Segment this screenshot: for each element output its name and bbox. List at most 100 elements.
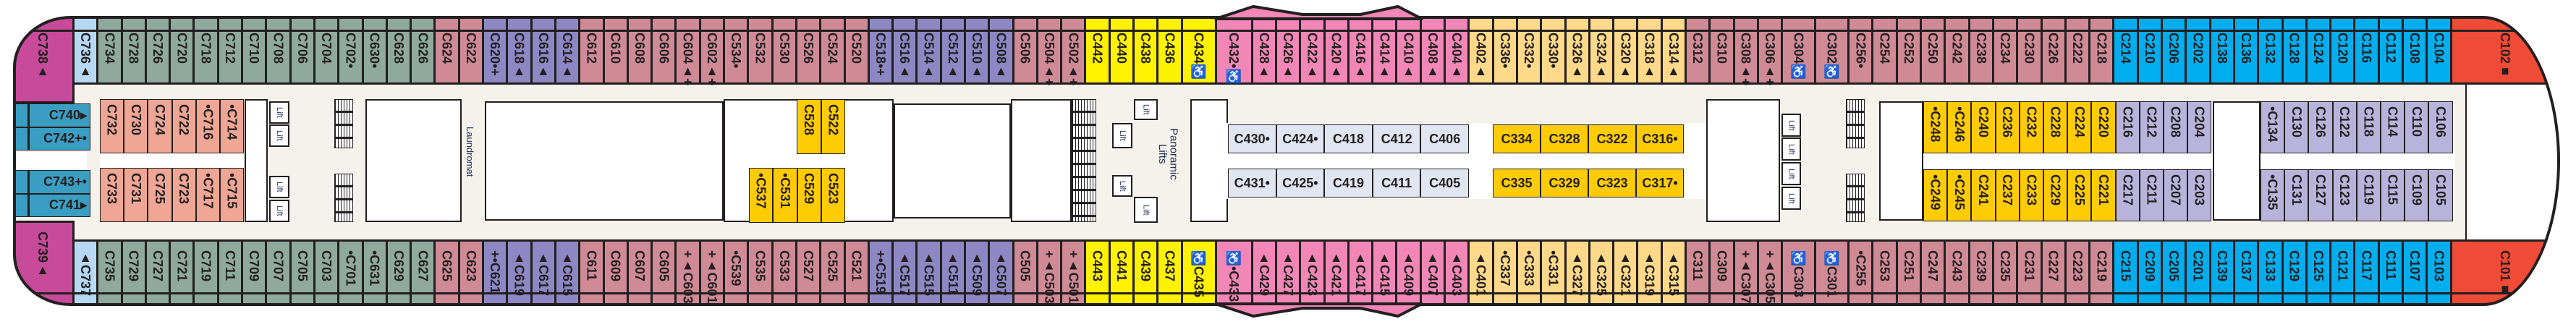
cabin-C417[interactable]: ▲C417 [1349,239,1374,306]
cabin-C528[interactable]: C528 [797,99,821,154]
cabin-C112[interactable]: C112 [2379,18,2405,85]
cabin-C426[interactable]: C426▲ [1276,18,1302,85]
cabin-C601[interactable]: +▲C601 [700,239,726,306]
cabin-C114[interactable]: C114 [2381,101,2405,153]
cabin-C111[interactable]: C111 [2379,239,2405,306]
cabin-C335[interactable]: C335 [1493,169,1541,198]
cabin-C604[interactable]: C604▲+ [677,18,701,86]
cabin-C103[interactable]: C103 [2428,239,2452,306]
cabin-C130[interactable]: C130 [2284,101,2309,153]
cabin-C721[interactable]: C721 [171,239,195,306]
cabin-C240[interactable]: C240 [1971,101,1996,153]
cabin-C512[interactable]: C512▲ [941,18,966,85]
cabin-C518[interactable]: C518•+ [869,18,894,85]
cabin-C227[interactable]: C227 [2042,239,2067,306]
cabin-C719[interactable]: C719 [195,239,219,306]
cabin-C526[interactable]: C526 [797,18,822,85]
cabin-C714[interactable]: •C714 [220,99,245,153]
cabin-C329[interactable]: C329 [1541,169,1588,198]
cabin-C731[interactable]: C731 [124,168,148,222]
cabin-C428[interactable]: C428▲ [1253,18,1277,85]
cabin-C415[interactable]: ▲C415 [1373,239,1398,306]
cabin-C255[interactable]: •C255 [1850,239,1874,306]
cabin-C502[interactable]: C502▲+ [1062,18,1087,86]
cabin-C404[interactable]: C404▲ [1446,18,1470,85]
cabin-C441[interactable]: C441 [1110,239,1135,306]
cabin-C303[interactable]: ♿C303 [1783,239,1817,306]
cabin-C530[interactable]: C530 [773,18,797,85]
cabin-C241[interactable]: C241 [1971,169,1996,221]
cabin-C435[interactable]: ♿C435 [1182,239,1217,306]
cabin-C247[interactable]: C247 [1922,239,1946,306]
cabin-C739[interactable]: C739▲ [13,221,75,306]
cabin-C328[interactable]: C328 [1541,124,1588,153]
cabin-C612[interactable]: C612 [580,18,605,85]
cabin-C627[interactable]: C627 [412,239,436,306]
cabin-C736[interactable]: C736▲ [75,18,99,85]
cabin-C246[interactable]: •C246 [1947,101,1972,153]
cabin-C243[interactable]: C243 [1946,239,1970,306]
cabin-C307[interactable]: +▲C307 [1734,239,1759,306]
cabin-C322[interactable]: C322 [1588,124,1636,153]
cabin-C508[interactable]: C508▲ [990,18,1014,85]
cabin-C301[interactable]: ♿C301 [1816,239,1850,306]
cabin-C229[interactable]: C229 [2043,169,2068,221]
cabin-C702[interactable]: C702• [339,18,364,85]
cabin-C252[interactable]: C252 [1897,18,1923,85]
cabin-C121[interactable]: C121 [2331,239,2356,306]
cabin-C442[interactable]: C442 [1086,18,1111,85]
cabin-C222[interactable]: C222 [2066,18,2091,85]
cabin-C732[interactable]: C732 [100,99,124,153]
cabin-C118[interactable]: C118 [2356,101,2381,153]
cabin-C618[interactable]: C618▲ [508,18,533,85]
cabin-C217[interactable]: C217 [2116,169,2140,221]
cabin-C218[interactable]: C218 [2090,18,2115,85]
cabin-C539[interactable]: •C539 [725,239,750,306]
cabin-C534[interactable]: C534• [725,18,750,85]
cabin-C256[interactable]: C256• [1850,18,1874,85]
cabin-C514[interactable]: C514▲ [918,18,942,85]
cabin-C709[interactable]: C709 [243,239,268,306]
cabin-C425[interactable]: C425• [1276,169,1325,198]
cabin-C527[interactable]: C527 [797,239,822,306]
cabin-C403[interactable]: ▲C403 [1446,239,1470,306]
cabin-C126[interactable]: C126 [2308,101,2333,153]
cabin-C630[interactable]: C630• [363,18,388,85]
cabin-C603[interactable]: +▲C603 [677,239,701,306]
cabin-C209[interactable]: C209 [2138,239,2164,306]
cabin-C440[interactable]: C440 [1110,18,1135,85]
cabin-C610[interactable]: C610 [604,18,629,85]
cabin-C128[interactable]: C128 [2283,18,2308,85]
cabin-C439[interactable]: C439 [1135,239,1159,306]
cabin-C104[interactable]: C104 [2428,18,2452,85]
cabin-C434[interactable]: C434♿ [1182,18,1217,85]
cabin-C705[interactable]: C705 [291,239,315,306]
cabin-C431[interactable]: C431• [1228,169,1276,198]
cabin-C402[interactable]: C402▲ [1470,18,1494,85]
cabin-C436[interactable]: C436 [1158,18,1183,85]
cabin-C537[interactable]: •C537 [749,168,774,223]
cabin-C517[interactable]: ▲C517 [894,239,918,306]
cabin-C127[interactable]: C127 [2308,169,2333,221]
cabin-C725[interactable]: C725 [148,168,172,222]
cabin-C204[interactable]: C204 [2187,101,2211,153]
cabin-C602[interactable]: C602▲+ [700,18,726,86]
cabin-C521[interactable]: C521 [845,239,870,306]
cabin-C116[interactable]: C116 [2355,18,2380,85]
cabin-C331[interactable]: •C331 [1542,239,1567,306]
cabin-C516[interactable]: C516▲ [894,18,918,85]
cabin-C515[interactable]: ▲C515 [918,239,942,306]
cabin-C724[interactable]: C724 [148,99,172,153]
cabin-C743[interactable]: C743+• [14,170,90,194]
cabin-C110[interactable]: C110 [2405,101,2429,153]
cabin-C427[interactable]: ▲C427 [1276,239,1302,306]
cabin-C136[interactable]: C136 [2234,18,2260,85]
cabin-C738[interactable]: C738▲ [13,18,75,103]
cabin-C133[interactable]: C133 [2259,239,2284,306]
cabin-C609[interactable]: C609 [604,239,629,306]
cabin-C119[interactable]: C119 [2356,169,2381,221]
cabin-C631[interactable]: •C631 [363,239,388,306]
cabin-C419[interactable]: C419 [1324,169,1373,198]
cabin-C216[interactable]: C216 [2116,101,2140,153]
cabin-C712[interactable]: C712 [219,18,244,85]
